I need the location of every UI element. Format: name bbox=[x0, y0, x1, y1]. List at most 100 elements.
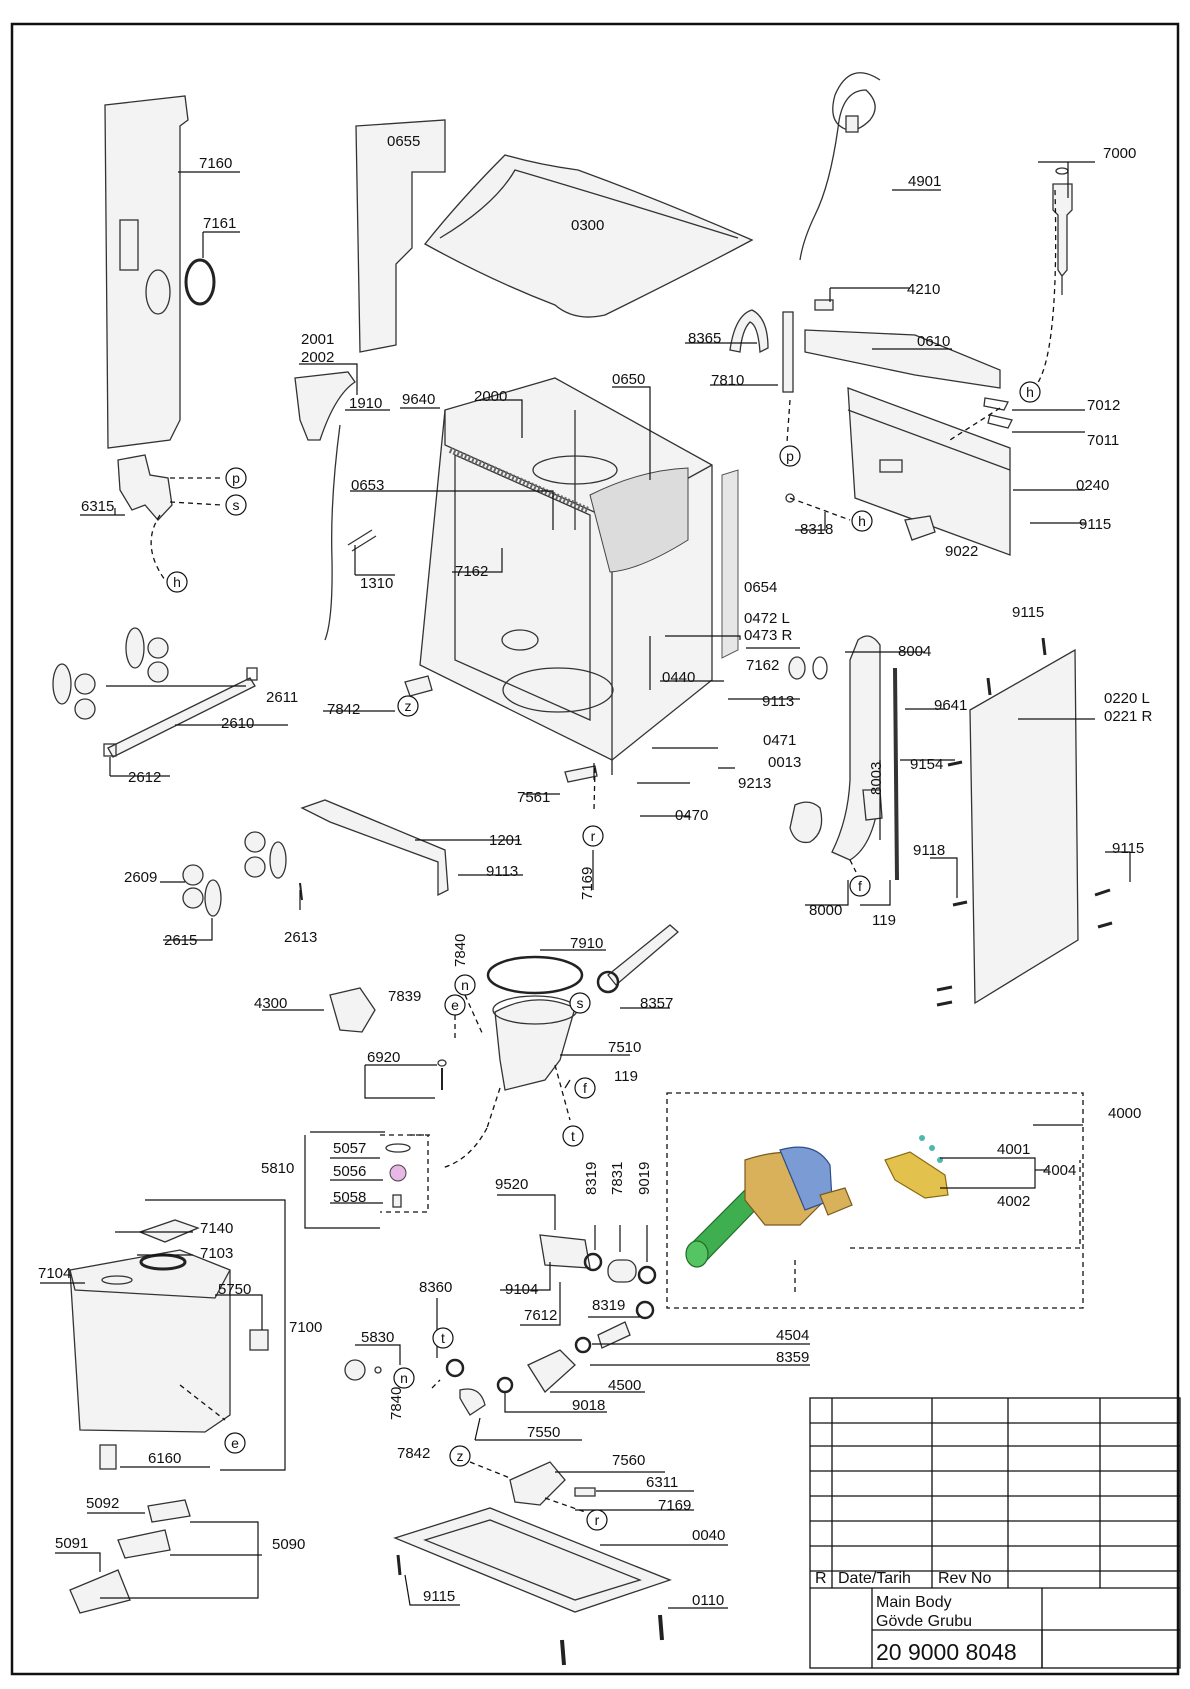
hose-clamp bbox=[596, 970, 620, 994]
clamp-9018 bbox=[496, 1376, 514, 1394]
connector-h-left: h bbox=[173, 574, 181, 590]
part-6160 bbox=[99, 1444, 117, 1470]
label-5750: 5750 bbox=[218, 1281, 251, 1298]
label-1910: 1910 bbox=[349, 395, 382, 412]
cap-screw bbox=[374, 1366, 382, 1374]
frame-rail bbox=[847, 409, 1011, 471]
connector-markers: p s h h p h z r f n e s f t t n e z r bbox=[166, 381, 1041, 1531]
label-7011: 7011 bbox=[1087, 432, 1119, 449]
label-7839: 7839 bbox=[388, 988, 421, 1005]
label-0470: 0470 bbox=[675, 807, 708, 824]
label-9018: 9018 bbox=[572, 1397, 605, 1414]
mesh-0654 bbox=[721, 469, 739, 659]
label-0650: 0650 bbox=[612, 371, 645, 388]
label-6311: 6311 bbox=[646, 1474, 678, 1491]
worktop-edge bbox=[439, 169, 739, 239]
seal-strip-1910 bbox=[324, 424, 341, 641]
foot-7842 bbox=[404, 675, 433, 697]
label-7561: 7561 bbox=[517, 789, 550, 806]
label-7831: 7831 bbox=[609, 1162, 626, 1195]
label-8360: 8360 bbox=[419, 1279, 452, 1296]
hinge-trim-2001 bbox=[294, 371, 356, 441]
label-7169a: 7169 bbox=[579, 867, 596, 900]
group-box-4000 bbox=[666, 1092, 1084, 1309]
gasket-ring bbox=[812, 656, 828, 680]
label-7012: 7012 bbox=[1087, 397, 1120, 414]
label-8319b: 8319 bbox=[592, 1297, 625, 1314]
label-6315: 6315 bbox=[81, 498, 114, 515]
label-5810: 5810 bbox=[261, 1160, 294, 1177]
label-2613: 2613 bbox=[284, 929, 317, 946]
clamp-8360 bbox=[445, 1358, 465, 1378]
connector-t-bottom: t bbox=[441, 1330, 445, 1346]
connector-t-top: t bbox=[571, 1128, 575, 1144]
label-0471: 0471 bbox=[763, 732, 796, 749]
connector-e-bottom: e bbox=[231, 1435, 239, 1451]
connector-p-right: p bbox=[786, 448, 794, 464]
label-4002: 4002 bbox=[997, 1193, 1030, 1210]
label-5091: 5091 bbox=[55, 1535, 88, 1552]
power-cable-4901 bbox=[799, 72, 881, 261]
screw-0110b bbox=[560, 1639, 566, 1666]
label-0013: 0013 bbox=[768, 754, 801, 771]
connector-n-bottom: n bbox=[400, 1370, 408, 1386]
connector-h-right: h bbox=[858, 513, 866, 529]
leader-lines bbox=[40, 161, 1131, 1609]
label-7162a: 7162 bbox=[455, 563, 488, 580]
label-9640: 9640 bbox=[402, 391, 435, 408]
connector-r-top: r bbox=[591, 828, 596, 844]
label-9022: 9022 bbox=[945, 543, 978, 560]
salt-cap-5056 bbox=[389, 1164, 407, 1182]
foot-7561 bbox=[564, 765, 598, 783]
part-1310 bbox=[347, 529, 377, 552]
base-inner bbox=[423, 1519, 642, 1601]
label-8357: 8357 bbox=[640, 995, 673, 1012]
hose-washer bbox=[1055, 167, 1069, 175]
connector-e-top: e bbox=[451, 997, 459, 1013]
part-8003 bbox=[862, 789, 883, 821]
end-cap-2612 bbox=[103, 743, 117, 757]
label-9019: 9019 bbox=[636, 1162, 653, 1195]
label-9213: 9213 bbox=[738, 775, 771, 792]
label-6920: 6920 bbox=[367, 1049, 400, 1066]
drawing-number: 20 9000 8048 bbox=[876, 1639, 1017, 1665]
screw-set-9115 bbox=[936, 637, 1113, 1007]
label-7550: 7550 bbox=[527, 1424, 560, 1441]
hose-7810 bbox=[782, 311, 794, 393]
label-4001: 4001 bbox=[997, 1141, 1030, 1158]
ring-7910 bbox=[486, 955, 584, 995]
connector-p-left: p bbox=[232, 470, 240, 486]
label-1310: 1310 bbox=[360, 575, 393, 592]
part-4500 bbox=[527, 1349, 576, 1393]
label-9115b: 9115 bbox=[1012, 604, 1044, 621]
rail-2610 bbox=[107, 677, 256, 758]
connector-z-bottom: z bbox=[457, 1448, 464, 1464]
clip-8318 bbox=[785, 493, 795, 503]
date-label: Date/Tarih bbox=[838, 1570, 911, 1587]
connector-f-center: f bbox=[583, 1080, 587, 1096]
clip-7011 bbox=[987, 414, 1013, 429]
tub-2000 bbox=[419, 377, 713, 761]
tube-7831 bbox=[607, 1259, 637, 1283]
label-4210: 4210 bbox=[907, 281, 940, 298]
clamp-9019 bbox=[637, 1265, 657, 1285]
connector-r-bottom: r bbox=[595, 1512, 600, 1528]
connector-f-right: f bbox=[858, 878, 862, 894]
title-line-2: Gövde Grubu bbox=[876, 1613, 972, 1630]
wheel-set bbox=[52, 627, 169, 720]
side-panel-7160 bbox=[104, 95, 189, 449]
title-line-1: Main Body bbox=[876, 1594, 952, 1611]
label-8365: 8365 bbox=[688, 330, 721, 347]
rev-label: R bbox=[815, 1570, 827, 1587]
label-0240: 0240 bbox=[1076, 477, 1109, 494]
clamp-8319b bbox=[635, 1300, 655, 1320]
label-119b: 119 bbox=[614, 1068, 638, 1085]
label-4300: 4300 bbox=[254, 995, 287, 1012]
hose-8357 bbox=[607, 924, 679, 986]
sensor-cap bbox=[437, 1059, 447, 1067]
seal-7104 bbox=[101, 1275, 133, 1285]
label-0440: 0440 bbox=[662, 669, 695, 686]
label-2610: 2610 bbox=[221, 715, 254, 732]
label-4901: 4901 bbox=[908, 173, 941, 190]
screw-9115 bbox=[396, 1554, 402, 1576]
